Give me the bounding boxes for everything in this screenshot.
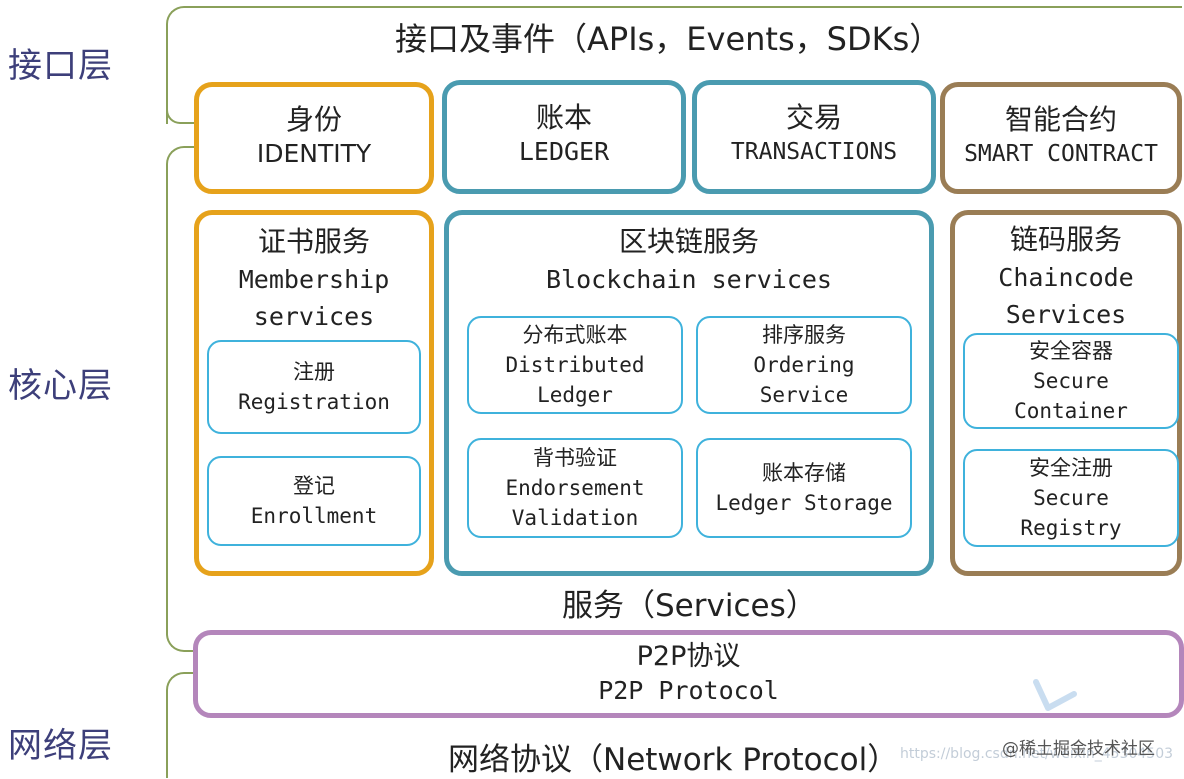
secure-container-en-label-line2: Container <box>1014 399 1128 423</box>
endorsement-validation-cn-label: 背书验证 <box>533 446 617 470</box>
identity-box: 身份 IDENTITY <box>194 82 434 194</box>
blockchain-cn-label: 区块链服务 <box>618 225 759 258</box>
ledger-storage-box: 账本存储 Ledger Storage <box>696 438 912 538</box>
membership-cn-label: 证书服务 <box>257 225 370 258</box>
watermark-url: https://blog.csdn.net/weixin_45304503 <box>900 746 1174 762</box>
endorsement-validation-en-label-line1: Endorsement <box>505 476 645 500</box>
smart-contract-box: 智能合约 SMART CONTRACT <box>940 82 1182 194</box>
network-layer-bracket <box>166 672 194 778</box>
core-layer-bracket <box>166 146 194 652</box>
transactions-cn-label: 交易 <box>785 101 842 134</box>
p2p-protocol-box: P2P协议 P2P Protocol <box>193 630 1184 718</box>
ledger-storage-cn-label: 账本存储 <box>762 461 846 485</box>
chaincode-cn-label: 链码服务 <box>1009 223 1122 256</box>
interface-layer-title: 接口及事件（APIs，Events，SDKs） <box>395 20 942 58</box>
ledger-cn-label: 账本 <box>535 101 592 134</box>
ledger-box: 账本 LEDGER <box>442 80 686 194</box>
ordering-service-en-label-line2: Service <box>759 383 849 407</box>
chaincode-services-box: 链码服务 Chaincode Services <box>950 210 1182 576</box>
interface-layer-label: 接口层 <box>8 46 113 86</box>
secure-registry-en-label-line1: Secure <box>1033 486 1109 510</box>
registration-en-label: Registration <box>238 390 390 414</box>
endorsement-validation-en-label-line2: Validation <box>511 506 639 530</box>
ledger-en-label: LEDGER <box>518 137 610 166</box>
endorsement-validation-box: 背书验证 Endorsement Validation <box>467 438 683 538</box>
p2p-en-label: P2P Protocol <box>598 676 779 705</box>
ledger-storage-en-label: Ledger Storage <box>715 491 893 515</box>
smart-contract-en-label: SMART CONTRACT <box>964 141 1158 167</box>
ordering-service-box: 排序服务 Ordering Service <box>696 316 912 414</box>
enrollment-en-label: Enrollment <box>250 504 378 528</box>
secure-registry-en-label-line2: Registry <box>1020 516 1122 540</box>
transactions-en-label: TRANSACTIONS <box>730 139 898 165</box>
secure-container-cn-label: 安全容器 <box>1029 339 1113 363</box>
membership-en-label-line1: Membership <box>238 265 390 294</box>
secure-container-en-label-line1: Secure <box>1033 369 1109 393</box>
enrollment-cn-label: 登记 <box>293 474 335 498</box>
network-layer-label: 网络层 <box>8 726 113 766</box>
secure-container-box: 安全容器 Secure Container <box>963 333 1179 429</box>
interface-layer-bracket-hook <box>166 100 194 124</box>
p2p-cn-label: P2P协议 <box>636 641 741 672</box>
watermark-site: @稀土掘金技术社区 <box>1002 739 1155 759</box>
blockchain-en-label: Blockchain services <box>546 265 832 294</box>
chaincode-en-label-line2: Services <box>1005 300 1127 329</box>
core-layer-label: 核心层 <box>8 366 113 406</box>
smart-contract-cn-label: 智能合约 <box>1004 103 1117 136</box>
distributed-ledger-box: 分布式账本 Distributed Ledger <box>467 316 683 414</box>
registration-cn-label: 注册 <box>293 360 335 384</box>
identity-en-label: IDENTITY <box>256 139 372 168</box>
distributed-ledger-cn-label: 分布式账本 <box>522 323 628 347</box>
services-label: 服务（Services） <box>562 588 817 624</box>
network-protocol-title: 网络协议（Network Protocol） <box>448 742 899 778</box>
distributed-ledger-en-label-line2: Ledger <box>537 383 613 407</box>
transactions-box: 交易 TRANSACTIONS <box>692 80 936 194</box>
chaincode-en-label-line1: Chaincode <box>998 263 1134 292</box>
membership-services-box: 证书服务 Membership services <box>194 210 434 576</box>
interface-layer-frame <box>166 6 1182 124</box>
secure-registry-cn-label: 安全注册 <box>1029 456 1113 480</box>
blockchain-services-box: 区块链服务 Blockchain services <box>444 210 934 576</box>
membership-en-label-line2: services <box>253 302 375 331</box>
distributed-ledger-en-label-line1: Distributed <box>505 353 645 377</box>
registration-box: 注册 Registration <box>207 340 421 434</box>
watermark-logo-icon <box>1032 676 1078 716</box>
enrollment-box: 登记 Enrollment <box>207 456 421 546</box>
ordering-service-en-label-line1: Ordering <box>753 353 855 377</box>
identity-cn-label: 身份 <box>285 103 342 136</box>
ordering-service-cn-label: 排序服务 <box>762 323 846 347</box>
secure-registry-box: 安全注册 Secure Registry <box>963 449 1179 547</box>
